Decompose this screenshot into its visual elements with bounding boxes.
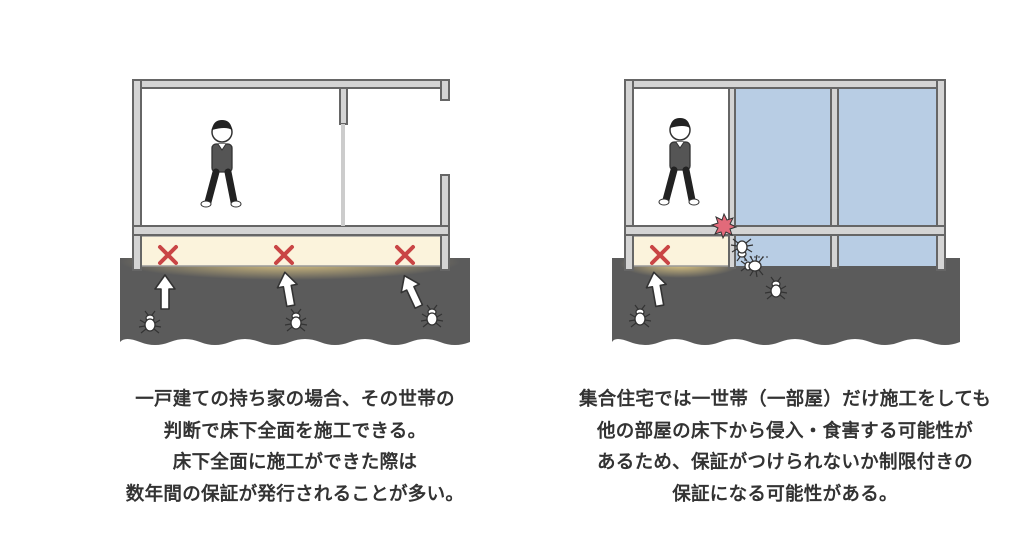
resident-figure <box>201 120 241 207</box>
crawlspace-untreated <box>838 236 936 266</box>
ground <box>120 258 470 345</box>
floor <box>132 225 450 236</box>
caption-line: 一戸建ての持ち家の場合、その世帯の <box>135 389 455 410</box>
apartment-frame <box>624 79 946 271</box>
apartment-caption: 集合住宅では一世帯（一部屋）だけ施工をしても 他の部屋の床下から侵入・食害する可… <box>565 384 1005 510</box>
partition-wall <box>339 87 348 125</box>
caption-line: 集合住宅では一世帯（一部屋）だけ施工をしても <box>578 389 992 410</box>
untreated-unit <box>838 88 936 228</box>
impact-star-icon <box>710 212 738 240</box>
caption-line: 数年間の保証が発行されることが多い。 <box>125 483 465 505</box>
crawlspace-treated <box>632 235 730 267</box>
caption-line: 判断で床下全面を施工できる。 <box>163 420 427 442</box>
detached-house-caption: 一戸建ての持ち家の場合、その世帯の 判断で床下全面を施工できる。 床下全面に施工… <box>95 384 495 510</box>
caption-line: 他の部屋の床下から侵入・食害する可能性が <box>596 420 973 442</box>
termite-path <box>744 255 768 262</box>
detached-house-diagram <box>120 79 470 345</box>
caption-line: あるため、保証がつけられないか制限付きの <box>596 452 973 473</box>
ground <box>612 258 960 345</box>
apartment-diagram <box>612 79 960 345</box>
caption-line: 保証になる可能性がある。 <box>672 483 898 505</box>
house-frame <box>132 79 449 229</box>
untreated-unit <box>735 88 831 228</box>
caption-line: 床下全面に施工ができた際は <box>172 452 418 473</box>
